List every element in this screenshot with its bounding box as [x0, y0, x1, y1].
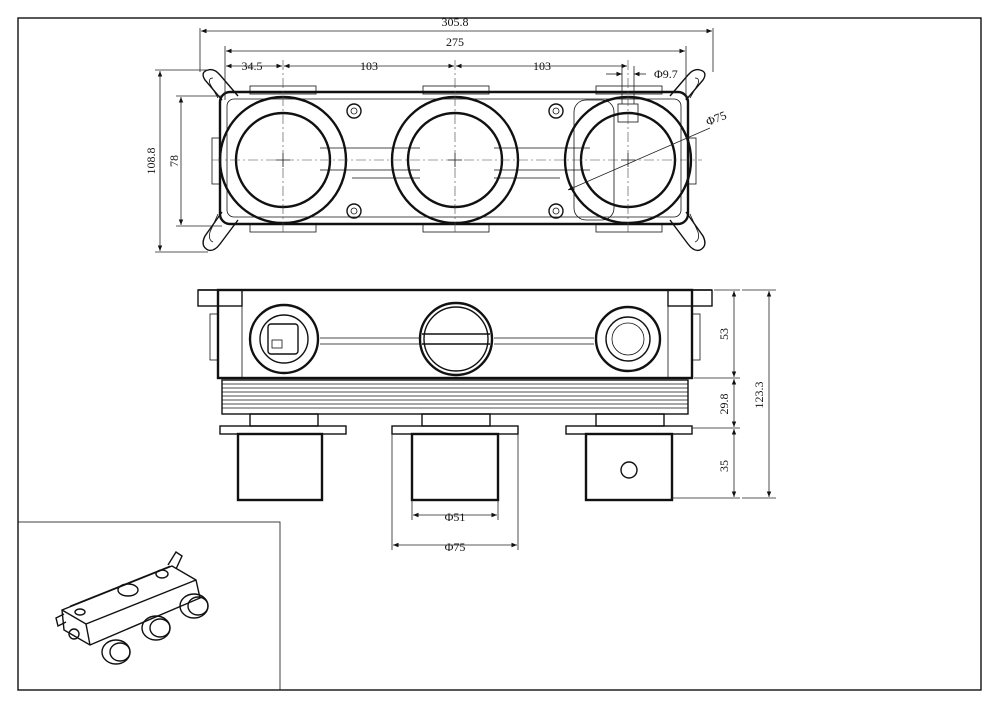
tab-top-3 — [595, 85, 663, 95]
dim-overall-height: 108.8 — [144, 69, 208, 253]
mounting-ear-top-right — [669, 68, 706, 101]
side-flange-right — [667, 289, 713, 307]
dim-body-height: 78 — [167, 95, 222, 227]
dim-label-flange-diameter: Φ75 — [445, 540, 466, 554]
dim-label-rosette-diameter: Φ75 — [704, 108, 729, 129]
iso-view-frame — [17, 521, 281, 691]
dim-thread-depth: 29.8 — [692, 379, 740, 429]
knob-assembly-left — [219, 413, 347, 502]
mounting-ear-top-left — [202, 68, 239, 101]
dim-overall-width: 305.8 — [199, 15, 714, 72]
dim-rosette-diameter: Φ75 — [567, 108, 729, 191]
dim-flange-diameter: Φ75 — [391, 434, 519, 554]
dim-label-hole-diameter: Φ9.7 — [654, 67, 678, 81]
dim-label-body-depth: 53 — [717, 328, 731, 340]
tab-top-2 — [422, 85, 490, 95]
side-view: 53 29.8 35 123.3 Φ51 Φ75 — [197, 288, 776, 554]
iso-knob-2 — [141, 615, 171, 641]
iso-knob-1 — [101, 639, 131, 665]
dim-total-depth: 123.3 — [742, 289, 776, 499]
threaded-section — [221, 379, 689, 415]
dim-hole-diameter: Φ9.7 — [606, 66, 678, 104]
dim-label-knob-diameter: Φ51 — [445, 510, 466, 524]
dim-label-center-span: 275 — [446, 35, 464, 49]
port-center-slot — [418, 301, 494, 377]
dim-label-total-depth: 123.3 — [752, 382, 766, 409]
screw-holes — [346, 103, 564, 219]
port-left-square — [248, 303, 320, 375]
isometric-view — [55, 551, 209, 665]
iso-body — [61, 565, 201, 646]
mounting-ear-bottom-right — [669, 211, 706, 252]
port-right-round — [594, 305, 662, 373]
knob-assembly-right — [565, 413, 693, 502]
internal-channel — [320, 147, 590, 171]
dim-label-overall-height: 108.8 — [144, 148, 158, 175]
dim-knob-diameter: Φ51 — [411, 500, 499, 524]
dim-label-edge-to-center: 34.5 — [242, 59, 263, 73]
knob-assembly-center — [391, 413, 519, 502]
dim-spacings: 34.5 103 103 — [226, 59, 627, 73]
side-flange-left — [197, 289, 243, 307]
dim-label-knob-depth: 35 — [717, 460, 731, 472]
dim-label-spacing-left: 103 — [360, 59, 378, 73]
top-view: 305.8 275 34.5 103 103 Φ9.7 Φ75 — [144, 15, 729, 253]
dim-label-spacing-right: 103 — [533, 59, 551, 73]
iso-ear-front — [55, 613, 67, 628]
dim-label-body-height: 78 — [167, 155, 181, 167]
body-side-lug-right — [687, 137, 697, 185]
iso-top-port — [117, 583, 139, 597]
dim-label-thread-depth: 29.8 — [717, 394, 731, 415]
dim-center-span: 275 — [224, 35, 687, 100]
mounting-ear-bottom-left — [202, 211, 239, 252]
valve-body-inner — [226, 98, 682, 218]
dim-knob-depth: 35 — [672, 429, 740, 499]
iso-knob-3 — [179, 593, 209, 619]
drawing-border — [17, 17, 982, 691]
dim-body-depth: 53 — [694, 289, 740, 379]
dim-label-overall-width: 305.8 — [442, 15, 469, 29]
iso-ear-back — [167, 551, 183, 570]
